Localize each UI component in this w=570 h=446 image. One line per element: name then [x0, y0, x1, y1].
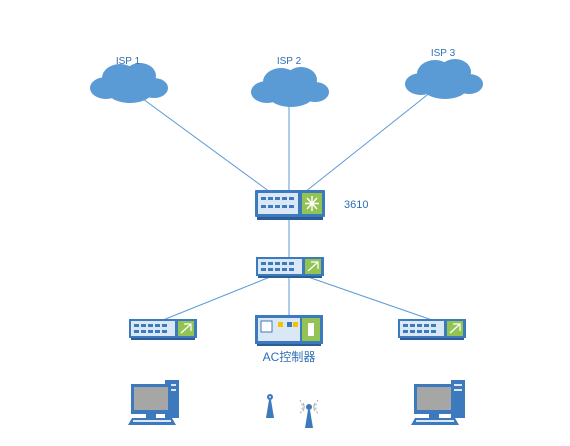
ac-controller-icon	[255, 315, 323, 346]
switch-icon	[256, 257, 324, 278]
desktop-pc-left	[128, 380, 179, 425]
access-point-icon	[266, 394, 274, 418]
connections	[127, 83, 442, 321]
isp-3-label: ISP 3	[431, 48, 456, 59]
cloud-icon	[251, 67, 329, 107]
link-aggregation-access-left	[162, 276, 271, 321]
switch-icon	[129, 319, 197, 340]
access-switch-left	[129, 319, 197, 340]
cloud-icon	[90, 63, 168, 103]
switch-icon	[398, 319, 466, 340]
access-switch-right	[398, 319, 466, 340]
desktop-pc-icon	[411, 380, 465, 425]
isp-1-label: ISP 1	[116, 56, 141, 67]
isp-2-label: ISP 2	[277, 56, 302, 67]
cloud-icon	[405, 59, 483, 99]
access-point	[266, 394, 274, 418]
link-isp1-router	[127, 87, 271, 193]
desktop-pc-icon	[128, 380, 179, 425]
isp-1: ISP 1	[90, 56, 168, 103]
router-icon	[255, 190, 325, 220]
link-isp3-router	[304, 83, 442, 193]
wireless-access-point-icon	[299, 399, 319, 428]
isp-2: ISP 2	[251, 56, 329, 107]
wireless-access-point	[299, 399, 319, 428]
ac-controller: AC控制器	[255, 315, 323, 364]
isp-3: ISP 3	[405, 48, 483, 99]
core-router-label: 3610	[344, 199, 368, 211]
core-router: 3610	[255, 190, 368, 220]
desktop-pc-right	[411, 380, 465, 425]
aggregation-switch	[256, 257, 324, 278]
ac-controller-label: AC控制器	[263, 350, 316, 364]
link-aggregation-access-right	[307, 276, 433, 321]
